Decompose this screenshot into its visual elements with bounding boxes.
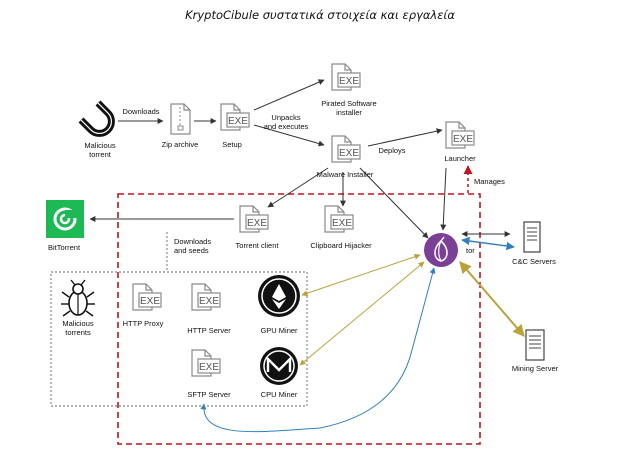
malware-installer-label: Malware Installer bbox=[317, 170, 374, 179]
svg-text:EXE: EXE bbox=[339, 148, 359, 159]
exe-file-icon: EXE bbox=[220, 103, 250, 131]
infection-boundary bbox=[117, 193, 481, 445]
arrow-gpu-tor bbox=[301, 253, 421, 297]
arrow-tor-mining bbox=[459, 261, 525, 337]
svg-text:EXE: EXE bbox=[453, 134, 473, 145]
cc-servers-label: C&C Servers bbox=[512, 257, 556, 266]
tor-label: tor bbox=[466, 246, 475, 255]
torrent-client-label: Torrent client bbox=[236, 241, 280, 250]
arrow-sftp-tor bbox=[200, 267, 436, 433]
server-icon bbox=[525, 329, 545, 361]
edge-deploys-label: Deploys bbox=[378, 146, 405, 155]
bittorrent-logo bbox=[46, 200, 84, 238]
http-server-label: HTTP Server bbox=[187, 326, 231, 335]
malicious-torrent-label: Malicious bbox=[84, 141, 116, 150]
svg-text:EXE: EXE bbox=[332, 218, 352, 229]
server-icon bbox=[523, 221, 541, 253]
svg-text:EXE: EXE bbox=[339, 76, 359, 87]
svg-text:EXE: EXE bbox=[199, 362, 219, 373]
arrow-setup-malware bbox=[253, 124, 325, 147]
arrow-launcher-tor bbox=[440, 167, 447, 231]
exe-file-icon: EXE bbox=[331, 135, 361, 163]
clipboard-hijacker-label: Clipboard Hijacker bbox=[310, 241, 372, 250]
svg-text:EXE: EXE bbox=[140, 296, 160, 307]
svg-text:EXE: EXE bbox=[247, 218, 267, 229]
exe-file-icon: EXE bbox=[191, 283, 221, 311]
setup-label: Setup bbox=[222, 140, 242, 149]
exe-file-icon: EXE bbox=[324, 205, 354, 233]
arrow-tor-cc-blue bbox=[461, 236, 515, 251]
arrow-cpu-tor bbox=[299, 261, 425, 366]
exe-file-icon: EXE bbox=[331, 63, 361, 91]
malicious-torrents-label: torrents bbox=[65, 328, 91, 337]
pirated-installer-label: installer bbox=[336, 108, 362, 117]
monero-icon bbox=[260, 347, 298, 385]
exe-file-icon: EXE bbox=[239, 205, 269, 233]
svg-text:EXE: EXE bbox=[199, 296, 219, 307]
bittorrent-label: BitTorrent bbox=[48, 243, 81, 252]
zip-file-icon bbox=[170, 103, 191, 135]
edge-unpacks-label: Unpacks bbox=[271, 113, 300, 122]
launcher-label: Launcher bbox=[444, 154, 476, 163]
gpu-miner-label: GPU Miner bbox=[260, 326, 298, 335]
exe-file-icon: EXE bbox=[132, 283, 162, 311]
malicious-torrent-label: torrent bbox=[89, 150, 112, 159]
edge-unpacks-label: and executes bbox=[264, 122, 309, 131]
ethereum-icon bbox=[258, 275, 300, 317]
pirated-installer-label: Pirated Software bbox=[321, 99, 376, 108]
edge-manages-label: Manages bbox=[474, 177, 505, 186]
edge-downloads-seeds-label: and seeds bbox=[174, 246, 209, 255]
mining-server-label: Mining Server bbox=[512, 364, 559, 373]
sftp-server-label: SFTP Server bbox=[187, 390, 231, 399]
tor-onion-icon bbox=[424, 233, 458, 267]
arrow-malware-tor bbox=[359, 167, 429, 239]
bug-icon bbox=[61, 279, 95, 317]
arrow-deploys bbox=[367, 128, 443, 147]
magnet-icon bbox=[78, 100, 115, 137]
zip-archive-label: Zip archive bbox=[162, 140, 199, 149]
malicious-torrents-label: Malicious bbox=[62, 319, 94, 328]
svg-text:EXE: EXE bbox=[228, 116, 248, 127]
arrow-malware-torrentclient bbox=[267, 167, 329, 208]
edge-downloads-label: Downloads bbox=[122, 107, 159, 116]
cpu-miner-label: CPU Miner bbox=[261, 390, 298, 399]
torrent-services-group bbox=[50, 271, 308, 407]
http-proxy-label: HTTP Proxy bbox=[123, 319, 164, 328]
arrows bbox=[89, 79, 511, 239]
exe-file-icon: EXE bbox=[191, 349, 221, 377]
diagram-title: KryptoCibule συστατικά στοιχεία και εργα… bbox=[185, 8, 455, 22]
arrow-setup-pirated bbox=[253, 79, 325, 111]
edge-downloads-seeds-label: Downloads bbox=[174, 237, 211, 246]
exe-file-icon: EXE bbox=[445, 121, 475, 149]
